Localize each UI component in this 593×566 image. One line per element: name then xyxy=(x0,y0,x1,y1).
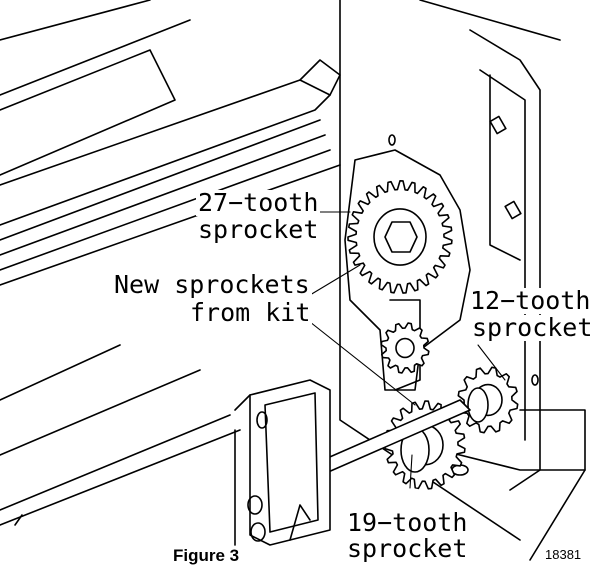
frame-rails xyxy=(0,0,341,526)
label-27-tooth-line2: sprocket xyxy=(196,215,321,244)
side-panel xyxy=(339,0,586,561)
idler-sprocket xyxy=(380,322,430,374)
sprocket-27-tooth xyxy=(347,180,453,294)
label-12-tooth-line1: 12−tooth xyxy=(468,286,593,315)
leader-lines xyxy=(304,211,506,489)
label-27-tooth-line1: 27−tooth xyxy=(196,188,321,217)
shaft-and-tube xyxy=(14,379,471,546)
label-12-tooth-line2: sprocket xyxy=(470,313,593,342)
figure-number: 18381 xyxy=(545,547,582,562)
sprocket-19-tooth xyxy=(384,400,466,490)
figure-caption: Figure 3 xyxy=(173,546,240,565)
label-new-sprockets-line1: New sprockets xyxy=(112,270,312,299)
sprocket-12-tooth xyxy=(457,366,519,434)
label-19-tooth-line2: sprocket xyxy=(345,534,470,563)
label-19-tooth-line1: 19−tooth xyxy=(345,508,470,537)
label-new-sprockets-line2: from kit xyxy=(188,298,313,327)
